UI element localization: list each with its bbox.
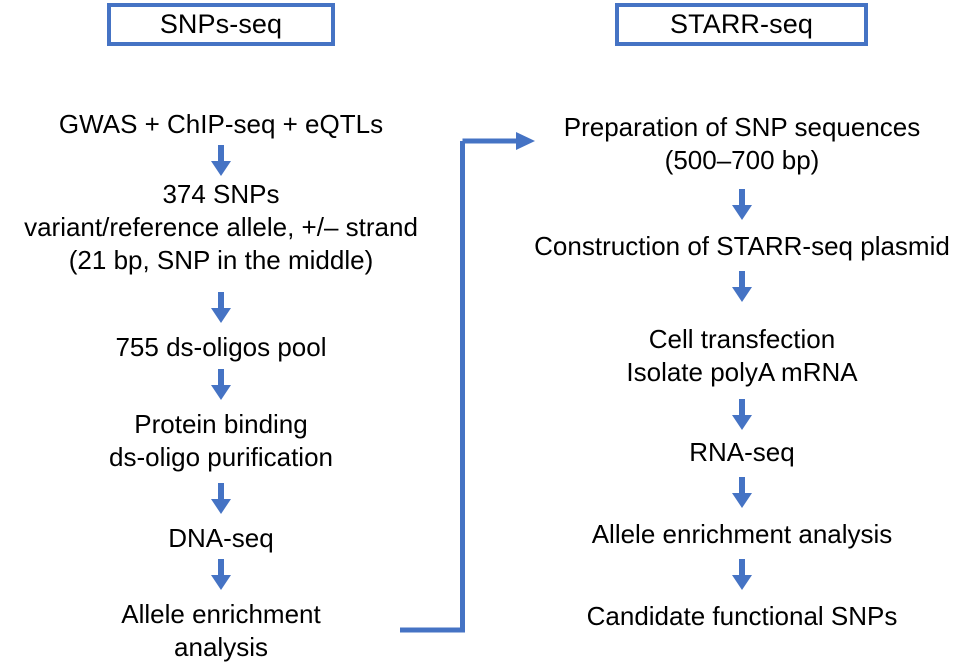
arrow-down-icon: [210, 369, 232, 400]
header-box-starr-seq: STARR-seq: [615, 3, 868, 46]
step-line: ds-oligo purification: [108, 442, 333, 472]
step-allele-enrichment-left: Allele enrichment analysis: [0, 598, 642, 664]
step-line: variant/reference allele, +/– strand: [24, 212, 418, 242]
step-construct-plasmid: Construction of STARR-seq plasmid: [342, 230, 974, 263]
arrow-down-icon: [210, 145, 232, 176]
step-line: 755 ds-oligos pool: [115, 332, 327, 362]
arrow-down-icon: [731, 271, 753, 302]
step-line: Construction of STARR-seq plasmid: [534, 231, 950, 261]
step-gwas: GWAS + ChIP-seq + eQTLs: [0, 108, 642, 141]
step-cell-transfection: Cell transfection Isolate polyA mRNA: [342, 323, 974, 389]
elbow-connector-arrow-icon: [396, 128, 536, 640]
header-label-snps-seq: SNPs-seq: [159, 9, 283, 39]
header-label-starr-seq: STARR-seq: [670, 9, 813, 39]
step-line: RNA-seq: [689, 437, 795, 467]
arrow-down-icon: [731, 477, 753, 508]
step-line: 374 SNPs: [162, 179, 280, 209]
step-line: (500–700 bp): [664, 145, 820, 175]
step-line: Protein binding: [134, 409, 308, 439]
arrow-down-icon: [731, 559, 753, 590]
step-line: (21 bp, SNP in the middle): [68, 245, 374, 275]
step-line: GWAS + ChIP-seq + eQTLs: [58, 109, 384, 139]
step-ds-oligos-pool: 755 ds-oligos pool: [0, 331, 642, 364]
step-allele-enrichment-right: Allele enrichment analysis: [342, 518, 974, 551]
step-line: Cell transfection: [648, 324, 836, 354]
step-line: Allele enrichment analysis: [591, 519, 893, 549]
step-line: Candidate functional SNPs: [586, 601, 898, 631]
step-line: Isolate polyA mRNA: [626, 357, 858, 387]
arrow-down-icon: [210, 292, 232, 323]
arrow-down-icon: [210, 559, 232, 590]
arrow-down-icon: [731, 189, 753, 220]
step-rna-seq: RNA-seq: [342, 436, 974, 469]
arrow-down-icon: [210, 483, 232, 514]
step-candidate-snps: Candidate functional SNPs: [342, 600, 974, 633]
step-374-snps: 374 SNPs variant/reference allele, +/– s…: [0, 178, 642, 277]
arrow-down-icon: [731, 399, 753, 430]
step-line: analysis: [174, 632, 268, 662]
header-box-snps-seq: SNPs-seq: [107, 3, 335, 46]
step-prep-snp-sequences: Preparation of SNP sequences (500–700 bp…: [342, 111, 974, 177]
step-dna-seq: DNA-seq: [0, 522, 642, 555]
step-line: Allele enrichment: [121, 599, 321, 629]
step-line: Preparation of SNP sequences: [563, 112, 921, 142]
step-protein-binding: Protein binding ds-oligo purification: [0, 408, 642, 474]
step-line: DNA-seq: [168, 523, 274, 553]
